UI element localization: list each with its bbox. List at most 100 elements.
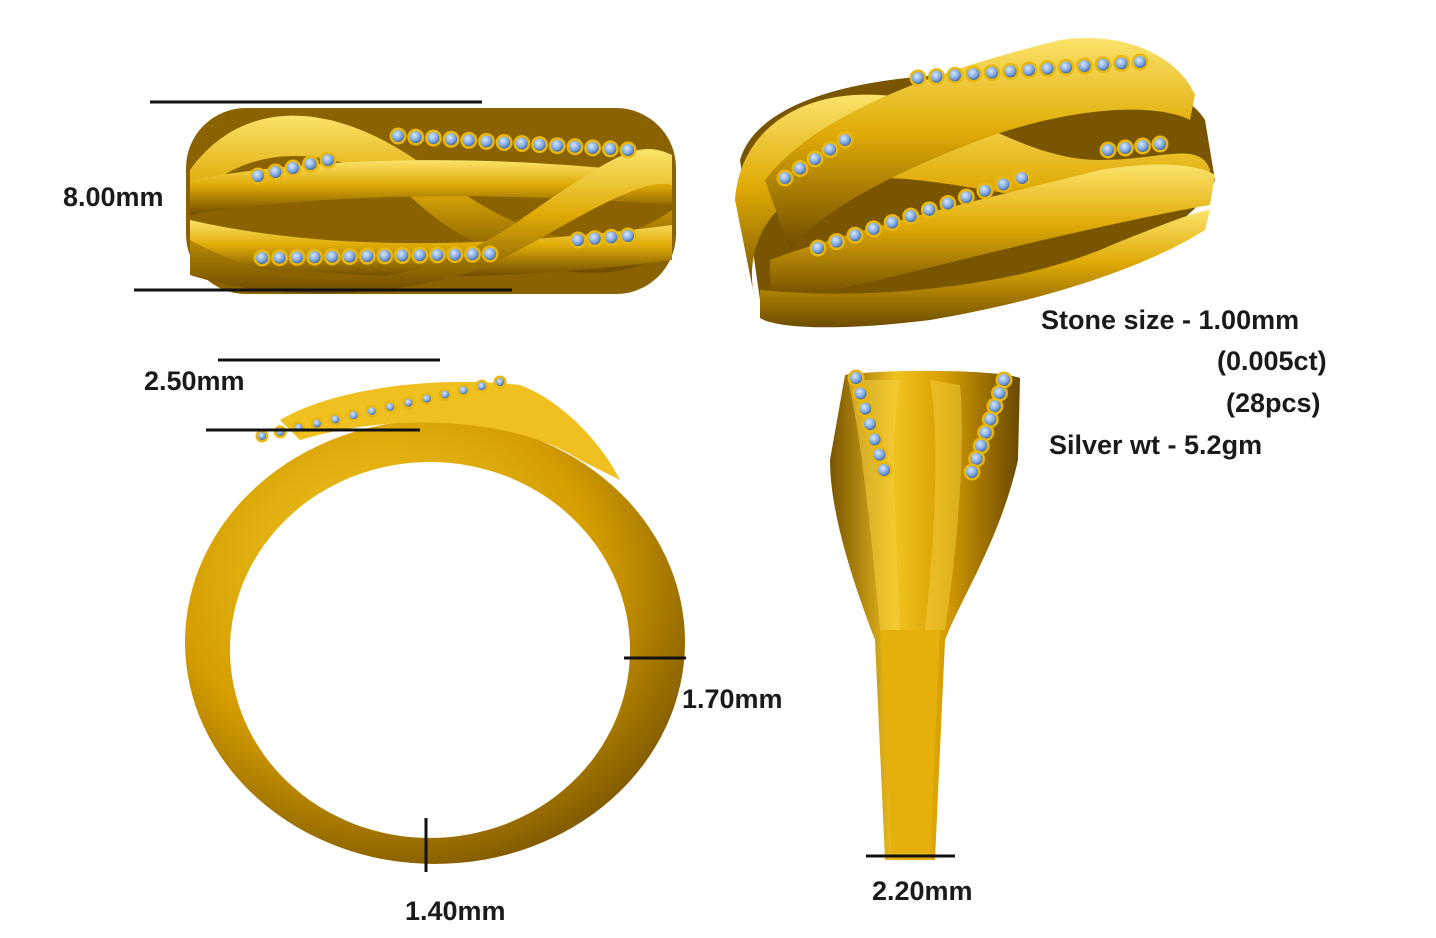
stone: [322, 154, 334, 166]
stone: [809, 153, 821, 165]
stone: [367, 407, 376, 416]
stone: [477, 382, 486, 391]
edge-highlight-2: [925, 380, 962, 630]
stone: [993, 387, 1006, 400]
stone: [1134, 56, 1146, 68]
stone: [904, 210, 917, 223]
stone: [533, 138, 546, 151]
stone: [413, 249, 426, 262]
stone: [998, 374, 1010, 386]
stone: [466, 248, 479, 261]
width-label: 8.00mm: [63, 182, 164, 212]
stone: [1060, 61, 1072, 74]
front-stones: [249, 127, 637, 267]
silver-weight-text: Silver wt - 5.2gm: [1049, 430, 1263, 460]
side-thickness-label: 1.70mm: [682, 684, 783, 714]
stone: [326, 250, 339, 263]
stone: [622, 144, 634, 156]
stone: [256, 252, 268, 264]
stone: [824, 143, 836, 156]
stone: [1097, 58, 1109, 71]
stone: [252, 170, 264, 182]
stone: [269, 166, 282, 178]
stone: [988, 400, 1001, 413]
stone: [986, 66, 998, 79]
stone: [868, 433, 881, 446]
stone: [970, 452, 983, 465]
bottom-thickness-label: 1.40mm: [405, 896, 506, 926]
stone: [997, 178, 1010, 191]
stone: [448, 248, 461, 261]
front-band-2: [190, 160, 672, 215]
stone: [978, 184, 991, 197]
stone: [312, 419, 321, 428]
stone: [1041, 62, 1054, 75]
stone: [258, 432, 266, 440]
stone: [551, 139, 564, 152]
stone: [1115, 57, 1128, 70]
stone: [979, 426, 992, 439]
edge-view: [830, 369, 1020, 860]
stone: [779, 172, 791, 184]
stone: [1078, 60, 1091, 72]
stone: [1136, 140, 1149, 152]
stone: [812, 242, 824, 254]
stone: [912, 72, 924, 84]
stone: [441, 390, 450, 399]
side-view: [185, 375, 685, 864]
stone: [1154, 138, 1166, 150]
pieces-text: (28pcs): [1226, 388, 1321, 418]
stone: [308, 251, 321, 264]
stone: [392, 130, 404, 142]
stone: [498, 136, 511, 149]
stone: [480, 135, 493, 148]
stone: [1016, 172, 1028, 184]
stone: [484, 248, 496, 260]
perspective-band-3: [770, 164, 1215, 300]
stone: [343, 250, 356, 263]
stone: [273, 251, 286, 264]
perspective-band-2: [765, 38, 1195, 251]
stone: [462, 134, 475, 147]
stone: [886, 216, 899, 229]
stone: [849, 229, 862, 242]
stone: [966, 466, 978, 478]
stone: [459, 386, 468, 395]
stone: [864, 418, 876, 430]
stone: [794, 162, 806, 175]
stone: [361, 250, 374, 263]
stone: [409, 131, 422, 144]
perspective-view: [735, 38, 1215, 328]
stone: [396, 249, 409, 262]
stone: [572, 234, 584, 246]
shank-width-label: 2.20mm: [872, 876, 973, 906]
stone: [1004, 65, 1017, 78]
stone: [1102, 144, 1114, 156]
stone: [873, 448, 886, 461]
stone: [496, 378, 504, 386]
stone: [427, 132, 440, 145]
ring-top-highlight: [280, 381, 620, 480]
stone: [984, 413, 997, 426]
stone: [960, 191, 973, 204]
stone: [622, 230, 634, 242]
stone: [930, 70, 943, 83]
stone: [568, 140, 581, 153]
front-view: [186, 108, 676, 294]
stone: [287, 162, 299, 174]
stone: [975, 439, 988, 452]
stone: [949, 69, 961, 82]
stone: [605, 231, 618, 244]
edge-lower-shank: [880, 630, 940, 860]
ring-inner: [230, 462, 630, 838]
stone: [304, 158, 317, 170]
stone: [1023, 64, 1035, 76]
stone: [941, 197, 954, 210]
stone: [378, 249, 391, 262]
stone: [830, 235, 843, 248]
stone: [404, 398, 413, 407]
stone: [386, 402, 395, 411]
stone: [867, 222, 880, 235]
